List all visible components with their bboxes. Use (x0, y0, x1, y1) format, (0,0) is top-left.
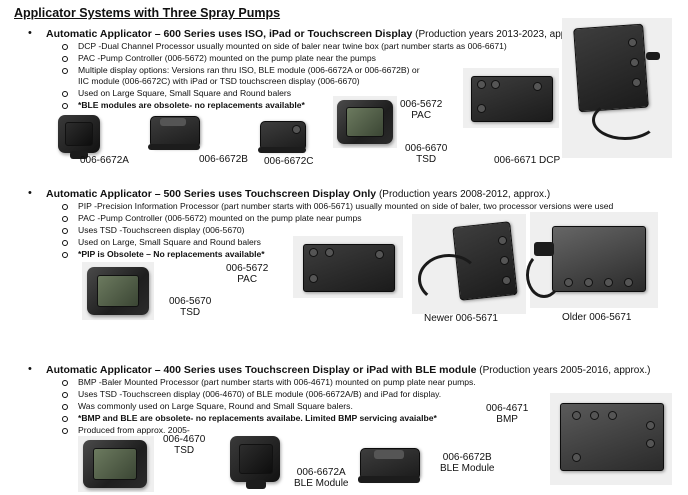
sub-bullet (62, 68, 68, 74)
heading-display: uses Touchscreen Display Only (218, 188, 377, 200)
bmp-4671-image (550, 393, 672, 485)
bullet-dot: • (28, 27, 32, 39)
label-ble-a-name: BLE Module (294, 478, 349, 489)
heading-series: Automatic Applicator – 600 Series (46, 28, 216, 40)
label-bmp-name: BMP (496, 414, 518, 425)
label-tsd-5670-number: 006-5670 (169, 296, 212, 307)
tsd-5670-image (82, 262, 154, 320)
label-tsd-4670-number: 006-4670 (163, 434, 206, 445)
line-dcp: DCP -Dual Channel Processor usually moun… (78, 41, 507, 51)
line-display-options: Multiple display options: Versions ran t… (78, 65, 420, 75)
label-ble-b-name: BLE Module (440, 463, 495, 474)
heading-years: (Production years 2008-2012, approx.) (378, 189, 551, 200)
heading-years: (Production years 2013-2023, approx.) (415, 29, 587, 40)
tsd-4670-image (78, 436, 154, 492)
sub-bullet (62, 428, 68, 434)
line-bmp: BMP -Baler Mounted Processor (part numbe… (78, 377, 476, 387)
label-pac-5672: 006-5672 PAC (400, 99, 442, 121)
label-ble-a-number: 006-6672A (296, 467, 346, 478)
sub-bullet (62, 416, 68, 422)
label-tsd-4670-name: TSD (174, 445, 195, 456)
pip-newer-5671-image (412, 214, 526, 314)
label-ble-b-number: 006-6672B (442, 452, 492, 463)
line-tsd: Uses TSD -Touchscreen display (006-4670)… (78, 389, 442, 399)
line-balers: Used on Large Square, Small Square and R… (78, 88, 292, 98)
sub-bullet (62, 228, 68, 234)
label-newer-5671: Newer 006-5671 (424, 313, 498, 324)
line-pac: PAC -Pump Controller (006-5672) mounted … (78, 213, 362, 223)
label-tsd-6670-name: TSD (416, 154, 437, 165)
label-pac-name: PAC (237, 274, 258, 285)
line-pip: PIP -Precision Information Processor (pa… (78, 201, 614, 211)
line-obsolete-note: *PIP is Obsolete – No replacements avail… (78, 249, 265, 259)
ble-module-a-image (228, 434, 284, 492)
ble-module-b-image (358, 442, 422, 488)
sub-bullet (62, 380, 68, 386)
label-tsd-4670: 006-4670 TSD (163, 434, 205, 456)
sub-bullet (62, 216, 68, 222)
heading-series: Automatic Applicator – 500 Series (46, 188, 216, 200)
sub-bullet (62, 240, 68, 246)
label-tsd-5670-name: TSD (180, 307, 201, 318)
pac-5672-image (463, 68, 559, 128)
line-pac: PAC -Pump Controller (006-5672) mounted … (78, 53, 376, 63)
heading-display: uses Touchscreen Display or iPad with BL… (218, 364, 477, 376)
label-bmp-4671: 006-4671 BMP (486, 403, 528, 425)
sub-bullet (62, 204, 68, 210)
line-obsolete-note: *BLE modules are obsolete- no replacemen… (78, 100, 305, 110)
sub-bullet (62, 56, 68, 62)
pip-older-5671-image (526, 212, 658, 308)
heading-years: (Production years 2005-2016, approx.) (479, 365, 651, 376)
bullet-dot: • (28, 363, 32, 375)
sub-bullet (62, 91, 68, 97)
sub-bullet (62, 44, 68, 50)
label-pac-name: PAC (411, 110, 432, 121)
pac-5672-image (293, 236, 403, 298)
dcp-6671-image (562, 18, 672, 158)
heading-display: uses ISO, iPad or Touchscreen Display (218, 28, 413, 40)
sub-bullet (62, 103, 68, 109)
sub-bullet (62, 252, 68, 258)
line-obsolete-note: *BMP and BLE are obsolete- no replacemen… (78, 413, 437, 423)
label-pac-5672: 006-5672 PAC (226, 263, 268, 285)
label-tsd-6670-number: 006-6670 (405, 143, 448, 154)
label-6672a: 006-6672A (80, 155, 129, 166)
line-balers: Used on Large, Small Square and Round ba… (78, 237, 261, 247)
sub-bullet (62, 404, 68, 410)
line-produced: Produced from approx. 2005- (78, 425, 190, 435)
ble-module-a-image (56, 113, 104, 161)
sub-bullet (62, 392, 68, 398)
section-600-heading: Automatic Applicator – 600 Series uses I… (46, 28, 586, 40)
section-500-heading: Automatic Applicator – 500 Series uses T… (46, 188, 550, 200)
label-pac-number: 006-5672 (226, 263, 269, 274)
section-400-heading: Automatic Applicator – 400 Series uses T… (46, 364, 650, 376)
label-older-5671: Older 006-5671 (562, 312, 632, 323)
line-tsd: Uses TSD -Touchscreen display (006-5670) (78, 225, 245, 235)
bullet-dot: • (28, 187, 32, 199)
label-dcp-6671: 006-6671 DCP (494, 155, 561, 166)
heading-series: Automatic Applicator – 400 Series (46, 364, 216, 376)
tsd-6670-image (333, 96, 397, 148)
line-balers: Was commonly used on Large Square, Round… (78, 401, 353, 411)
label-ble-6672a: 006-6672A BLE Module (294, 467, 348, 489)
ble-module-b-image (148, 110, 200, 154)
label-ble-6672b: 006-6672B BLE Module (440, 452, 494, 474)
label-6672b: 006-6672B (199, 154, 248, 165)
iic-module-c-image (258, 113, 306, 157)
label-bmp-number: 006-4671 (486, 403, 529, 414)
page-title: Applicator Systems with Three Spray Pump… (14, 6, 281, 20)
line-iic-module: IIC module (006-6672C) with iPad or TSD … (78, 76, 360, 86)
label-tsd-6670: 006-6670 TSD (405, 143, 447, 165)
label-pac-number: 006-5672 (400, 99, 443, 110)
label-6672c: 006-6672C (264, 156, 314, 167)
label-tsd-5670: 006-5670 TSD (169, 296, 211, 318)
